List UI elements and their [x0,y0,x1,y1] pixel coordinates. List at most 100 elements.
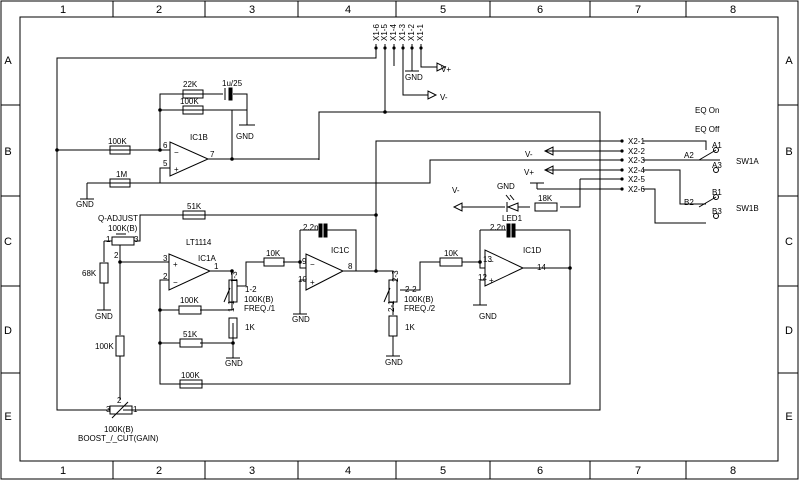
switch-sw1a [698,147,719,173]
vplus-label: V+ [441,65,451,74]
gnd-label: GND [497,182,515,191]
col-label: 5 [440,4,446,16]
resistor-100k [179,379,203,389]
pin-1: 1 [133,405,138,414]
pin-2-3: 2-3 [391,270,400,282]
minus-sign: − [173,278,178,287]
row-label: D [785,325,793,337]
switch-sw1b [698,194,719,219]
gnd-label: GND [76,200,94,209]
pin-7: 7 [210,150,215,159]
pin-8: 8 [348,262,353,271]
label-18k: 18K [538,194,553,203]
eq-off-label: EQ Off [695,125,720,134]
plus-sign: + [489,276,494,285]
freq1-label: FREQ./1 [244,304,276,313]
resistor-1m [109,178,131,188]
label-100k: 100K [108,137,127,146]
row-label: B [4,146,11,158]
label-100k: 100K [180,296,199,305]
row-label: B [785,146,792,158]
label-10k: 10K [266,249,281,258]
col-label: 4 [345,465,351,477]
capacitor-1u [224,87,255,126]
pin-1-1: 1-1 [227,300,236,312]
label-51k: 51K [187,202,202,211]
vplus-arrow [436,62,447,72]
pin-13: 13 [483,255,492,264]
lt1114-label: LT1114 [186,238,212,247]
opamp-ic1b [169,141,210,177]
col-label: 7 [635,4,641,16]
q-adjust-potentiometer [111,236,135,246]
col-label: 1 [60,465,66,477]
resistor-100k [115,335,125,357]
pin-3: 3 [106,405,111,414]
label-22k: 22K [183,80,198,89]
gnd-label: GND [95,312,113,321]
row-label: D [4,325,12,337]
svg-text:X2-2: X2-2 [628,147,645,156]
pin-10: 10 [298,275,307,284]
vminus-arrow [543,146,554,156]
opamp-ic1d [484,249,525,287]
label-1k: 1K [245,323,255,332]
pin-5: 5 [163,159,168,168]
resistor-22k [182,89,204,99]
col-label: 1 [60,4,66,16]
pin-6: 6 [163,141,168,150]
capacitor-2.2n [480,223,571,268]
boost-label: BOOST_/_CUT(GAIN) [78,434,159,443]
freq2-potentiometer [388,279,398,303]
x2-wires [375,140,720,224]
row-label: E [4,411,11,423]
row-label: C [785,236,793,248]
svg-text:X2-3: X2-3 [628,156,645,165]
gnd-label: GND [292,315,310,324]
led-label: LED1 [502,214,523,223]
q-adjust-label: Q-ADJUST [98,214,138,223]
row-label: A [4,55,12,67]
svg-text:X1-2: X1-2 [407,24,416,41]
opamp-ic1a [168,253,212,291]
minus-sign: − [310,260,315,269]
col-label: 6 [537,4,543,16]
svg-text:X1-1: X1-1 [416,24,425,41]
capacitor-2.2n [300,223,357,271]
vminus-label: V- [525,150,533,159]
pin-2: 2 [117,396,122,405]
ic1d-label: IC1D [523,246,541,255]
plus-sign: + [310,278,315,287]
gnd-label: GND [405,73,423,82]
gnd-label: GND [479,312,497,321]
sw1b-label: SW1B [736,204,759,213]
connector-x1: X1-6 X1-5 X1-4 X1-3 X1-2 X1-1 [372,24,425,50]
resistor-51k [182,210,206,220]
pin-1-3: 1-3 [230,271,239,283]
col-label: 7 [635,465,641,477]
resistor-100k [178,305,202,315]
svg-text:X2-4: X2-4 [628,166,645,175]
sw1a-label: SW1A [736,157,759,166]
resistor-1k [228,317,238,339]
label-10k: 10K [444,249,459,258]
col-label: 5 [440,465,446,477]
ic1b-wires [86,93,621,199]
svg-text:X1-3: X1-3 [398,24,407,41]
vminus-arrow [452,202,463,212]
gnd-label: GND [385,358,403,367]
a1-label: A1 [712,141,722,150]
ic1a-wires [56,111,601,411]
pin-3: 3 [134,235,139,244]
label-68k: 68K [82,269,97,278]
svg-text:X2-1: X2-1 [628,137,645,146]
pin-2-1: 2-1 [387,300,396,312]
col-label: 3 [249,4,255,16]
eq-on-label: EQ On [695,106,719,115]
plus-sign: + [173,260,178,269]
q-adjust-value: 100K(B) [108,224,138,233]
col-label: 4 [345,4,351,16]
